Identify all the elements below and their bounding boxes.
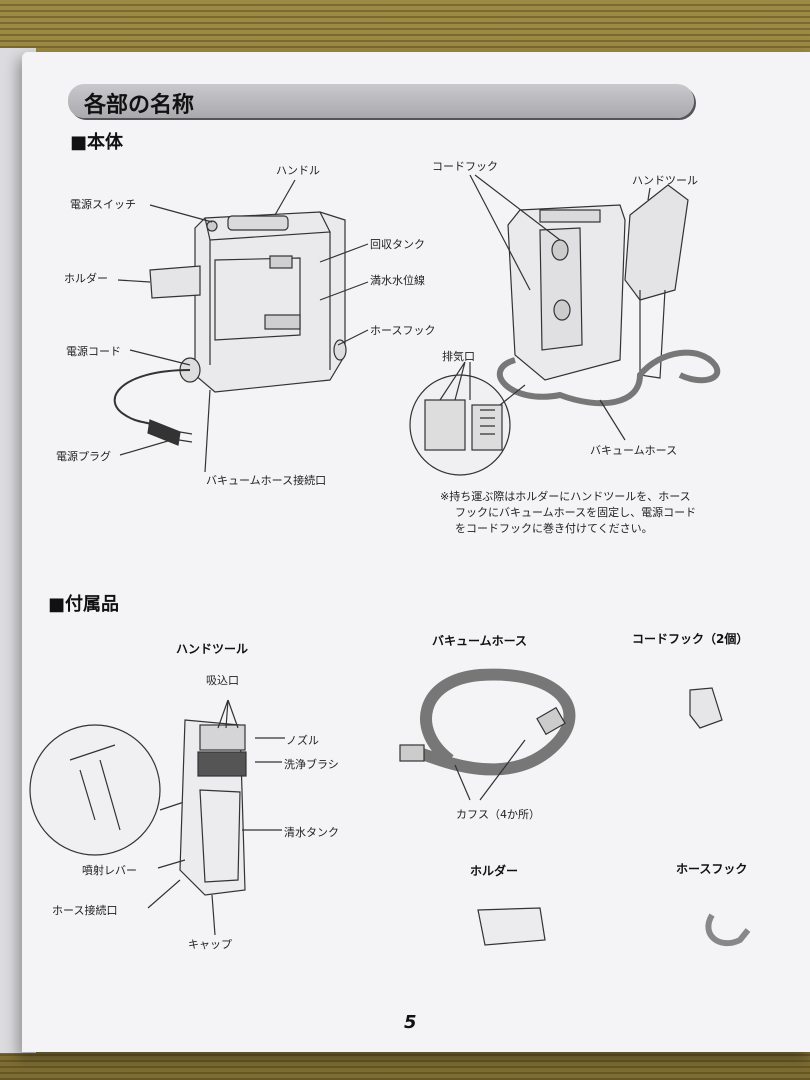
cord-hook-title: コードフック（2個）	[632, 632, 749, 646]
label-cuffs: カフス（4か所）	[456, 808, 540, 821]
vacuum-hose-title: バキュームホース	[432, 634, 528, 648]
label-cord-hook: コードフック	[432, 160, 498, 173]
label-exhaust: 排気口	[442, 350, 475, 363]
accessories-heading: ■付属品	[48, 594, 120, 615]
page-number: 5	[404, 1012, 417, 1033]
cord-hook-illustration	[689, 687, 723, 729]
label-clean-tank: 清水タンク	[284, 826, 339, 839]
note-line-1: ※持ち運ぶ際はホルダーにハンドツールを、ホース	[440, 490, 691, 503]
label-holder: ホルダー	[64, 272, 108, 285]
hose-hook-title: ホースフック	[676, 862, 748, 876]
label-vacuum-hose: バキュームホース	[590, 444, 678, 457]
label-hose-hook: ホースフック	[370, 324, 436, 337]
label-hand-tool: ハンドツール	[632, 174, 698, 187]
label-power-cord: 電源コード	[66, 345, 121, 358]
label-brush: 洗浄ブラシ	[284, 758, 339, 771]
holder-title: ホルダー	[470, 864, 519, 878]
label-vacuum-hose-port: バキュームホース接続口	[206, 474, 327, 487]
label-full-water-line: 満水水位線	[370, 274, 425, 287]
holder-illustration	[477, 907, 546, 946]
label-power-switch: 電源スイッチ	[70, 198, 136, 211]
label-recovery-tank: 回収タンク	[370, 238, 425, 251]
label-suction: 吸込口	[206, 674, 239, 687]
page-title: 各部の名称	[84, 93, 195, 118]
label-nozzle: ノズル	[286, 734, 319, 747]
label-handle: ハンドル	[276, 164, 320, 177]
label-power-plug: 電源プラグ	[56, 450, 111, 463]
hand-tool-illustration	[29, 699, 285, 936]
main-unit-front-illustration	[113, 211, 347, 446]
main-unit-heading: ■本体	[70, 132, 124, 153]
label-cap: キャップ	[188, 938, 232, 951]
hose-hook-illustration	[705, 913, 751, 947]
title-bar	[68, 84, 694, 118]
main-unit-back-illustration	[409, 184, 721, 476]
note-line-3: をコードフックに巻き付けてください。	[455, 522, 653, 535]
label-spray-lever: 噴射レバー	[82, 864, 137, 877]
hand-tool-title: ハンドツール	[176, 642, 249, 656]
label-hose-port: ホース接続口	[52, 904, 118, 917]
vacuum-hose-illustration	[399, 668, 576, 801]
note-line-2: フックにバキュームホースを固定し、電源コード	[455, 506, 697, 519]
